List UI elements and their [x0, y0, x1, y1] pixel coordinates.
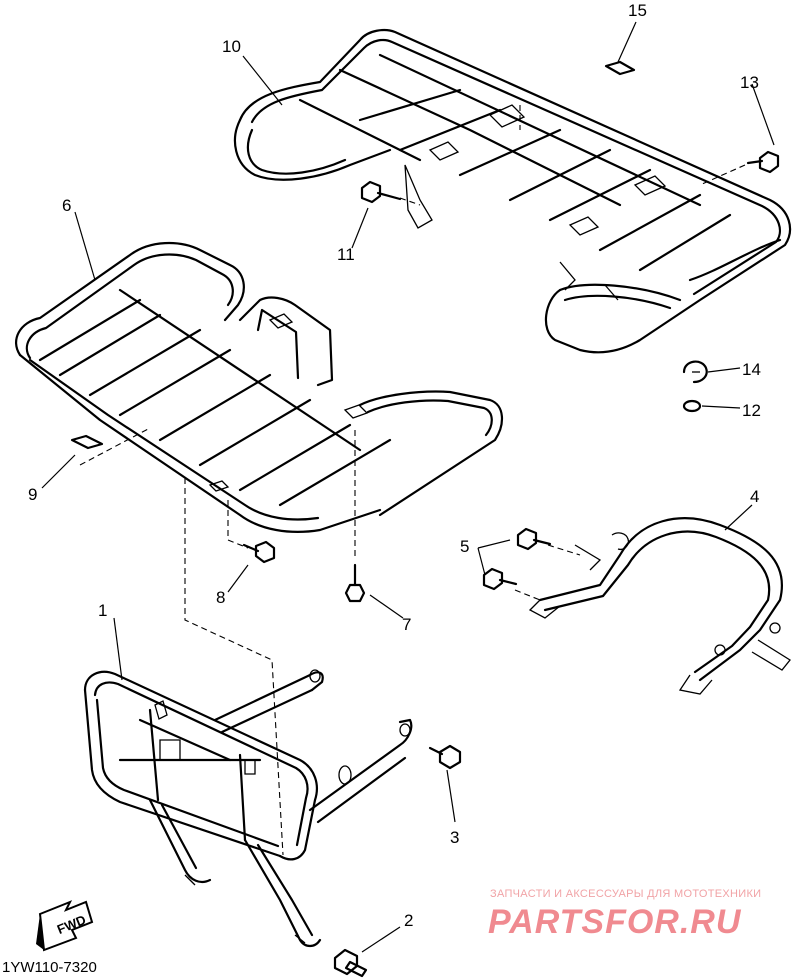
callout-15: 15 [628, 1, 647, 20]
callout-8: 8 [216, 588, 225, 607]
callout-13: 13 [740, 73, 759, 92]
callout-6: 6 [62, 196, 71, 215]
bolt-11 [360, 180, 402, 204]
bolt-3 [428, 744, 462, 770]
callout-12: 12 [742, 401, 761, 420]
forward-arrow-icon: FWD [36, 900, 94, 952]
watermark: ЗАПЧАСТИ И АКСЕССУАРЫ ДЛЯ МОТОТЕХНИКИ PA… [488, 888, 761, 941]
front-carrier-rack [14, 241, 503, 533]
rear-carrier-rack [233, 29, 792, 354]
rear-brace [528, 517, 791, 695]
callout-11: 11 [337, 245, 355, 264]
callout-4: 4 [750, 487, 759, 506]
callout-numbers: 1 2 3 4 5 6 7 8 9 10 11 12 13 14 15 [28, 1, 761, 930]
front-guard [83, 669, 413, 948]
bolt-2 [333, 948, 368, 978]
label-15 [604, 60, 636, 76]
clip-14 [682, 360, 708, 384]
bolt-8 [242, 540, 276, 564]
cap-12 [682, 399, 702, 413]
drawing-code: 1YW110-7320 [2, 959, 97, 976]
label-9 [70, 434, 104, 450]
callout-2: 2 [404, 911, 413, 930]
bolt-13 [746, 150, 780, 174]
assembly-lines [79, 105, 746, 856]
bolt-5b [482, 567, 518, 591]
callout-3: 3 [450, 828, 459, 847]
callout-5: 5 [460, 537, 469, 556]
callout-14: 14 [742, 360, 761, 379]
callout-10: 10 [222, 37, 241, 56]
callout-9: 9 [28, 485, 37, 504]
callout-1: 1 [98, 601, 107, 620]
bolt-7 [344, 563, 366, 603]
watermark-caption: ЗАПЧАСТИ И АКСЕССУАРЫ ДЛЯ МОТОТЕХНИКИ [490, 888, 761, 900]
leader-lines [41, 21, 775, 953]
callout-7: 7 [402, 615, 411, 634]
watermark-brand: PARTSFOR.RU [488, 903, 742, 941]
bolt-5a [516, 527, 552, 551]
